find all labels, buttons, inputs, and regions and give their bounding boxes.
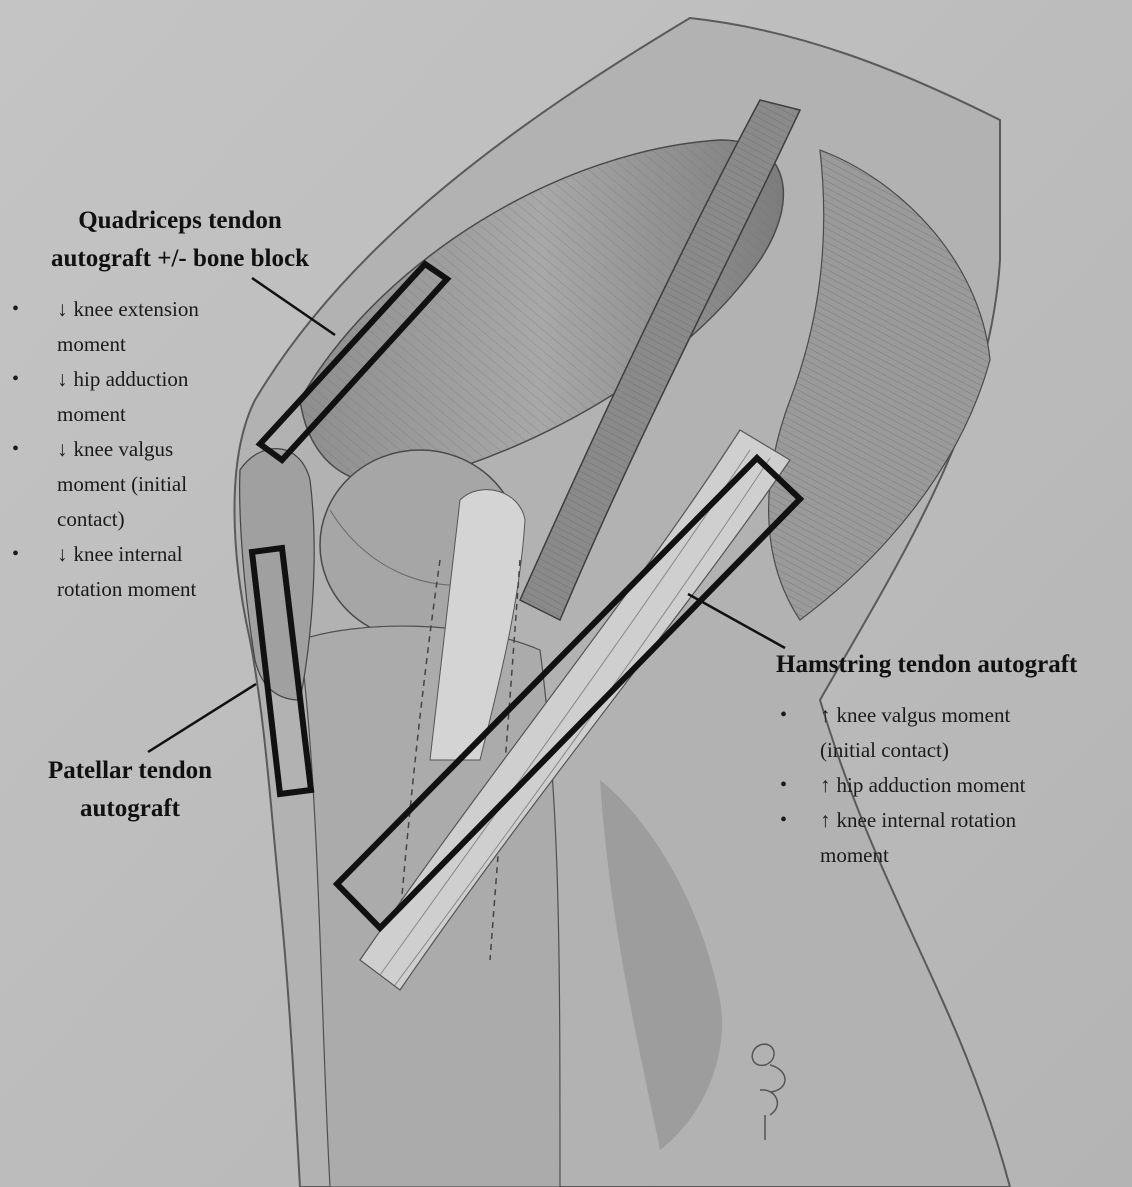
down-arrow-icon: ↓ xyxy=(57,367,68,391)
patellar-heading: Patellar tendon autograft xyxy=(20,752,240,828)
hamstring-heading: Hamstring tendon autograft xyxy=(772,646,1132,684)
up-arrow-icon: ↑ xyxy=(820,773,831,797)
up-arrow-icon: ↑ xyxy=(820,808,831,832)
quadriceps-effect-item: ↓knee internal rotation moment xyxy=(0,537,247,607)
hamstring-effects-list: ↑knee valgus moment (initial contact) ↑h… xyxy=(772,698,1132,873)
down-arrow-icon: ↓ xyxy=(57,542,68,566)
down-arrow-icon: ↓ xyxy=(57,437,68,461)
down-arrow-icon: ↓ xyxy=(57,297,68,321)
quadriceps-effect-item: ↓hip adduction moment xyxy=(0,362,247,432)
hamstring-effect-item: ↑knee internal rotation moment xyxy=(772,803,1070,873)
quadriceps-effects-list: ↓knee extension moment ↓hip adduction mo… xyxy=(0,292,360,607)
quadriceps-label-block: Quadriceps tendon autograft +/- bone blo… xyxy=(0,202,360,607)
hamstring-effect-item: ↑hip adduction moment xyxy=(772,768,1070,803)
patellar-label-block: Patellar tendon autograft xyxy=(20,752,240,828)
quadriceps-effect-item: ↓knee valgus moment (initial contact) xyxy=(0,432,247,537)
up-arrow-icon: ↑ xyxy=(820,703,831,727)
quadriceps-heading: Quadriceps tendon autograft +/- bone blo… xyxy=(0,202,360,278)
hamstring-label-block: Hamstring tendon autograft ↑knee valgus … xyxy=(772,646,1132,873)
hamstring-effect-item: ↑knee valgus moment (initial contact) xyxy=(772,698,1070,768)
quadriceps-effect-item: ↓knee extension moment xyxy=(0,292,247,362)
